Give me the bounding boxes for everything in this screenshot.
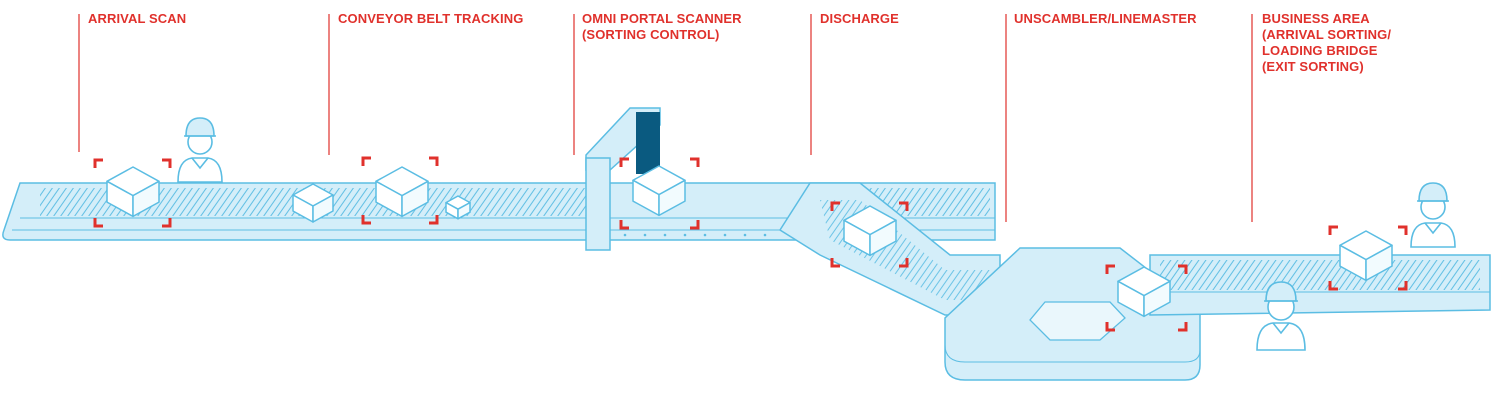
stage-label-line: DISCHARGE: [820, 11, 899, 26]
worker-icon: [1256, 281, 1306, 351]
portal-scanner-icon: [585, 107, 661, 251]
scan-bracket-icon: [830, 201, 909, 268]
stage-label-unscambler-linemaster: UNSCAMBLER/LINEMASTER: [1014, 11, 1197, 27]
stage-label-business-area: BUSINESS AREA(ARRIVAL SORTING/LOADING BR…: [1262, 11, 1391, 75]
parcel-icon: [292, 183, 334, 223]
stage-label-line: LOADING BRIDGE: [1262, 43, 1378, 58]
stage-label-line: ARRIVAL SCAN: [88, 11, 187, 26]
right-conveyor-belt: [1149, 254, 1491, 316]
parcel-icon: [1117, 266, 1171, 318]
parcel-icon: [1339, 230, 1393, 282]
scan-bracket-icon: [619, 157, 700, 230]
scan-bracket-icon: [93, 158, 172, 228]
parcel-icon: [632, 165, 686, 217]
stage-label-arrival-scan: ARRIVAL SCAN: [88, 11, 186, 27]
stage-label-line: OMNI PORTAL SCANNER: [582, 11, 742, 26]
scan-bracket-icon: [361, 156, 439, 225]
stage-label-line: (ARRIVAL SORTING/: [1262, 27, 1392, 42]
parcel-icon: [106, 166, 160, 218]
stage-label-line: BUSINESS AREA: [1262, 11, 1370, 26]
stage-label-line: UNSCAMBLER/LINEMASTER: [1014, 11, 1197, 26]
stage-label-line: (EXIT SORTING): [1262, 59, 1364, 74]
scan-bracket-icon: [1105, 264, 1188, 332]
stage-label-omni-portal-scanner: OMNI PORTAL SCANNER(SORTING CONTROL): [582, 11, 742, 43]
parcel-icon: [375, 166, 429, 218]
stage-label-line: (SORTING CONTROL): [582, 27, 720, 42]
worker-icon: [1410, 182, 1456, 248]
scan-bracket-icon: [1328, 225, 1408, 291]
parcel-icon: [445, 195, 471, 220]
stage-label-line: CONVEYOR BELT TRACKING: [338, 11, 524, 26]
stage-marker-lines: [78, 14, 1253, 222]
parcel-icon: [843, 205, 897, 257]
stage-label-discharge: DISCHARGE: [820, 11, 899, 27]
worker-icon: [177, 117, 223, 183]
stage-label-conveyor-belt-tracking: CONVEYOR BELT TRACKING: [338, 11, 523, 27]
